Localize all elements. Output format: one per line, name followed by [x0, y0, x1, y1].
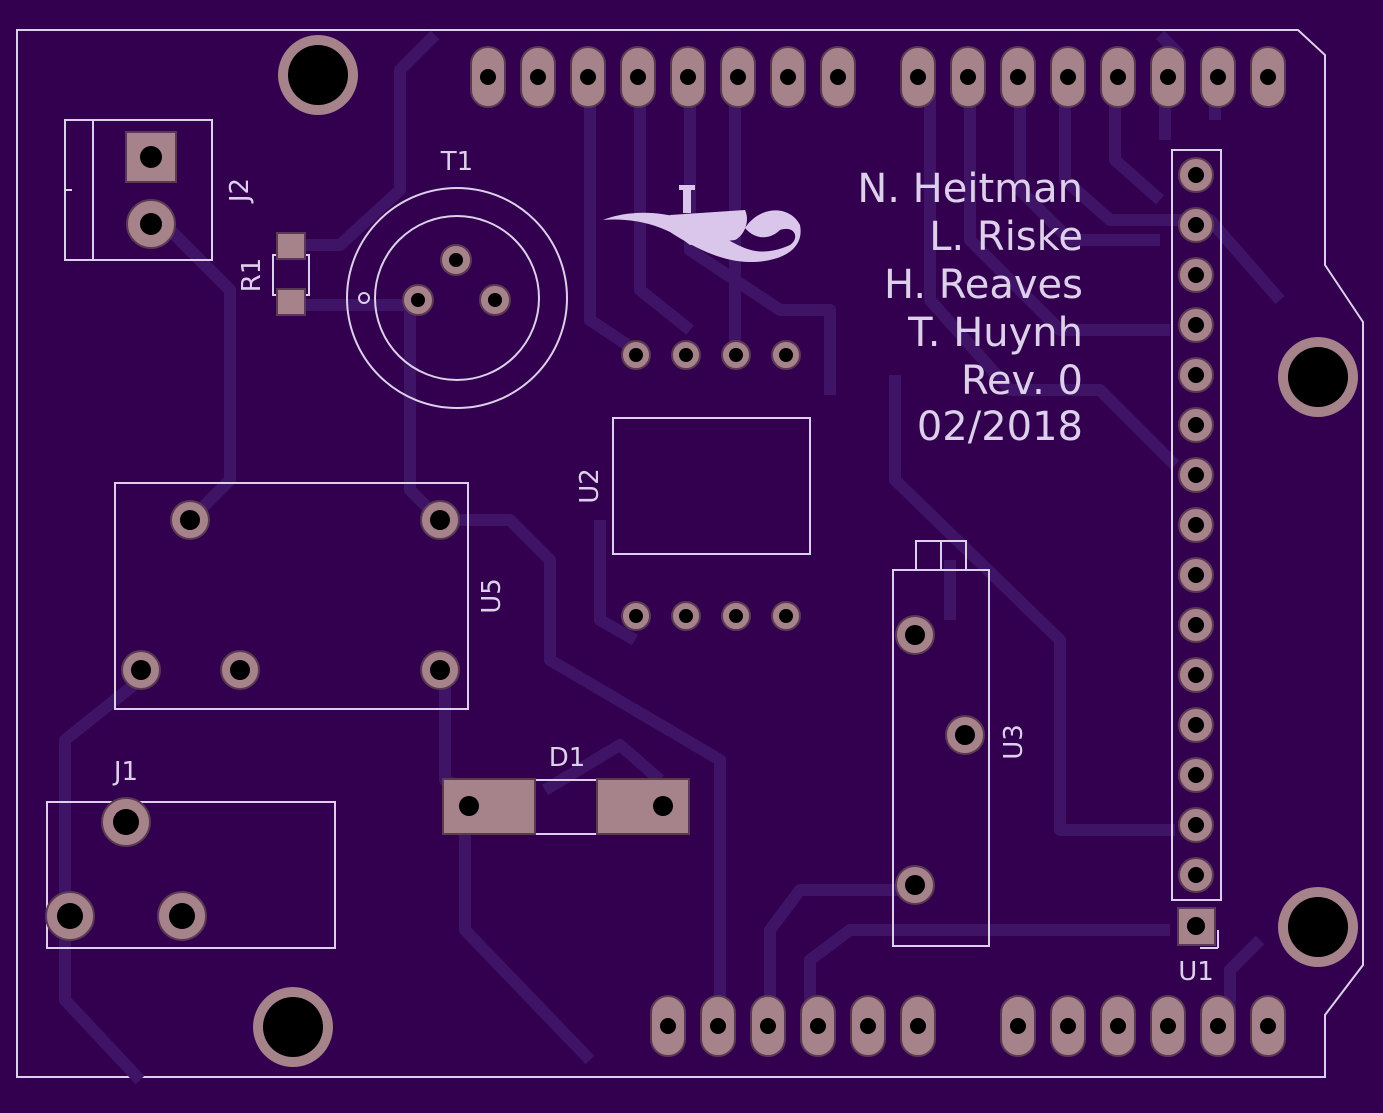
u1-pin: [1178, 307, 1214, 343]
header-pin: [950, 46, 986, 108]
u1-pin: [1178, 807, 1214, 843]
revision-label: Rev. 0: [961, 358, 1083, 404]
header-pin: [820, 46, 856, 108]
refdes-J2: J2: [225, 178, 255, 204]
u1-pin: [1178, 507, 1214, 543]
refdes-R1: R1: [237, 258, 267, 293]
u1-pin: [1178, 857, 1214, 893]
u1-pin: [1178, 207, 1214, 243]
header-pin: [700, 995, 736, 1057]
header-pin: [1250, 46, 1286, 108]
header-pin: [750, 995, 786, 1057]
u2-pin: [671, 340, 701, 370]
header-bottom-right: [1000, 995, 1286, 1057]
refdes-U2: U2: [575, 468, 605, 504]
header-pin: [1100, 995, 1136, 1057]
u1-pin: [1178, 157, 1214, 193]
u2-pin: [721, 340, 751, 370]
credit-line-2: L. Riske: [929, 214, 1083, 260]
header-pin: [1050, 995, 1086, 1057]
header-pin: [1100, 46, 1136, 108]
diode-D1: D1: [442, 743, 690, 835]
ic-U2: U2: [575, 340, 811, 631]
u2-pin: [771, 601, 801, 631]
refdes-U1: U1: [1178, 957, 1214, 987]
header-top-left: [470, 46, 856, 108]
refdes-D1: D1: [549, 743, 586, 773]
header-pin: [650, 995, 686, 1057]
u1-pin: [1178, 257, 1214, 293]
refdes-U5: U5: [477, 578, 507, 614]
u1-pin: [1178, 707, 1214, 743]
u1-pin: [1178, 607, 1214, 643]
u2-pin: [621, 601, 651, 631]
u1-pin: [1178, 357, 1214, 393]
header-pin: [1150, 46, 1186, 108]
u2-pin: [771, 340, 801, 370]
header-bottom-left: [650, 995, 936, 1057]
header-top-right: [900, 46, 1286, 108]
credit-line-4: T. Huynh: [907, 310, 1083, 356]
u1-pin: [1178, 757, 1214, 793]
header-pin: [900, 46, 936, 108]
mounting-holes: [253, 35, 1358, 1067]
u2-pin: [721, 601, 751, 631]
header-pin: [770, 46, 806, 108]
header-pin: [1050, 46, 1086, 108]
refdes-T1: T1: [440, 147, 473, 177]
transistor-T1: T1: [346, 147, 568, 409]
u1-pin: [1178, 557, 1214, 593]
refdes-U3: U3: [999, 724, 1029, 760]
credit-line-1: N. Heitman: [857, 166, 1083, 212]
credit-line-3: H. Reaves: [884, 262, 1083, 308]
relay-U5: U5: [114, 482, 507, 710]
u2-pin: [621, 340, 651, 370]
u1-pin: [1178, 657, 1214, 693]
submarine-wave-logo: [603, 185, 801, 262]
u2-pin: [671, 601, 701, 631]
resistor-R1: R1: [237, 232, 310, 316]
header-pin: [900, 995, 936, 1057]
header-pin: [470, 46, 506, 108]
date-label: 02/2018: [917, 404, 1083, 450]
board-outline: [16, 29, 1364, 1078]
header-pin: [1200, 995, 1236, 1057]
header-pin: [620, 46, 656, 108]
connector-J1: J1: [45, 757, 336, 949]
header-pin: [1000, 46, 1036, 108]
header-pin: [670, 46, 706, 108]
header-pin: [720, 46, 756, 108]
header-pin: [1000, 995, 1036, 1057]
header-pin: [520, 46, 556, 108]
header-pin: [570, 46, 606, 108]
header-pin: [800, 995, 836, 1057]
refdes-J1: J1: [112, 757, 138, 787]
header-pin: [1150, 995, 1186, 1057]
connector-J2: J2: [64, 119, 255, 261]
header-U1: U1: [1171, 149, 1222, 987]
header-pin: [1250, 995, 1286, 1057]
header-pin: [850, 995, 886, 1057]
header-pin: [1200, 46, 1236, 108]
u1-pin: [1178, 407, 1214, 443]
u1-pin: [1178, 457, 1214, 493]
credits-block: N. Heitman L. Riske H. Reaves T. Huynh R…: [857, 166, 1083, 450]
regulator-U3: U3: [892, 540, 1029, 947]
